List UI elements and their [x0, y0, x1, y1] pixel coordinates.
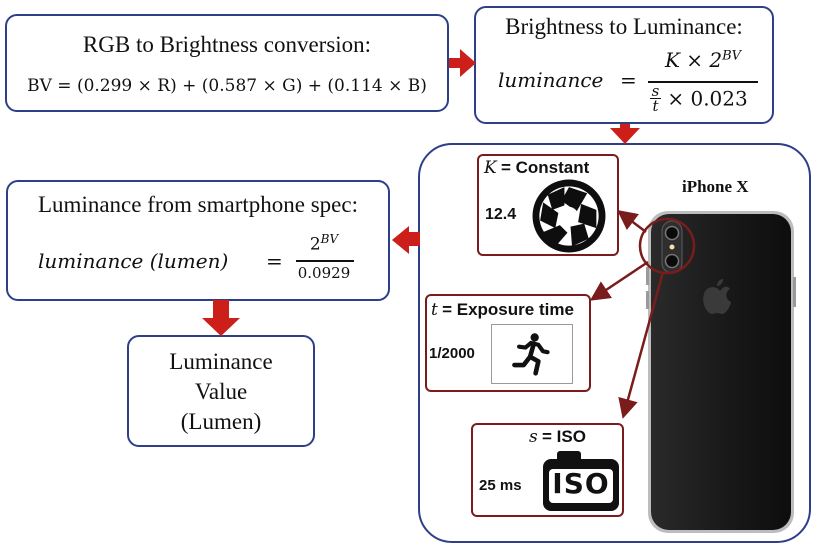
k-symbol: K [484, 158, 497, 178]
iso-camera-icon: ISO [541, 451, 621, 513]
luminance-formula: luminance = K × 2BV s t × 0.023 [498, 48, 768, 120]
iso-icon-text: ISO [552, 467, 610, 500]
iso-box: s = ISO 25 ms ISO [471, 423, 624, 517]
den-t: t [652, 97, 659, 116]
running-person-icon [512, 333, 550, 376]
t-label-text: = Exposure time [442, 300, 574, 319]
spec-fraction-bar [296, 260, 354, 262]
t-symbol: t [431, 300, 438, 320]
spec-lhs: luminance (lumen) [38, 249, 229, 273]
rgb-to-brightness-title: RGB to Brightness conversion: [82, 32, 372, 57]
luminance-value-text: Luminance Value (Lumen) [129, 347, 313, 437]
luminance-numerator: K × 2BV [648, 48, 758, 72]
k-constant-label: K = Constant [484, 158, 589, 178]
exposure-time-value: 1/2000 [429, 345, 475, 362]
luminance-value-line3: (Lumen) [180, 409, 262, 434]
arrow-luminance-to-phone [610, 124, 640, 144]
iso-label: s = ISO [529, 427, 586, 447]
iphone-panel: iPhone X K = Constant 12.4 [418, 143, 811, 543]
luminance-value-box: Luminance Value (Lumen) [127, 335, 315, 447]
luminance-spec-title: Luminance from smartphone spec: [38, 192, 358, 217]
den-rest: × 0.023 [667, 86, 748, 111]
bv-formula: BV = (0.299 × R) + (0.587 × G) + (0.114 … [27, 76, 427, 96]
apple-logo-icon [703, 279, 731, 314]
luminance-value-line2: Value [194, 379, 248, 404]
s-symbol: s [529, 427, 538, 447]
brightness-to-luminance-title: Brightness to Luminance: [505, 14, 743, 39]
arrow-phone-to-spec [392, 226, 420, 254]
iphone-image [646, 211, 796, 533]
k-value: 12.4 [485, 206, 517, 223]
den-s: s [651, 82, 660, 100]
luminance-equals: = [620, 68, 637, 92]
aperture-icon [532, 179, 606, 253]
k-constant-box: K = Constant 12.4 [477, 154, 619, 256]
luminance-numerator-exp: BV [722, 48, 742, 64]
spec-num-base: 2 [309, 234, 321, 255]
luminance-denominator: s t × 0.023 [650, 82, 748, 116]
k-label-text: = Constant [500, 158, 590, 177]
spec-equals: = [266, 249, 283, 273]
spec-numerator: 2BV [294, 232, 354, 255]
exposure-time-box: t = Exposure time 1/2000 [425, 294, 591, 392]
arrow-rgb-to-luminance [449, 49, 476, 77]
exposure-icon-frame [491, 324, 573, 384]
luminance-fraction-bar [648, 81, 758, 83]
luminance-value-line1: Luminance [169, 349, 273, 374]
spec-denominator: 0.0929 [297, 264, 351, 282]
luminance-spec-box: Luminance from smartphone spec: luminanc… [6, 180, 390, 301]
spec-num-exp: BV [320, 232, 339, 246]
luminance-lhs: luminance [498, 68, 604, 92]
exposure-time-label: t = Exposure time [431, 300, 574, 320]
s-label-text: = ISO [541, 427, 586, 446]
luminance-numerator-text: K × 2 [664, 48, 723, 72]
arrow-spec-to-value [202, 300, 240, 336]
rgb-to-brightness-box: RGB to Brightness conversion: BV = (0.29… [5, 14, 449, 112]
brightness-to-luminance-box: Brightness to Luminance: luminance = K ×… [474, 6, 774, 124]
spec-formula: luminance (lumen) = 2BV 0.0929 [38, 232, 378, 292]
iphone-title: iPhone X [682, 177, 749, 196]
iso-value: 25 ms [479, 477, 522, 494]
